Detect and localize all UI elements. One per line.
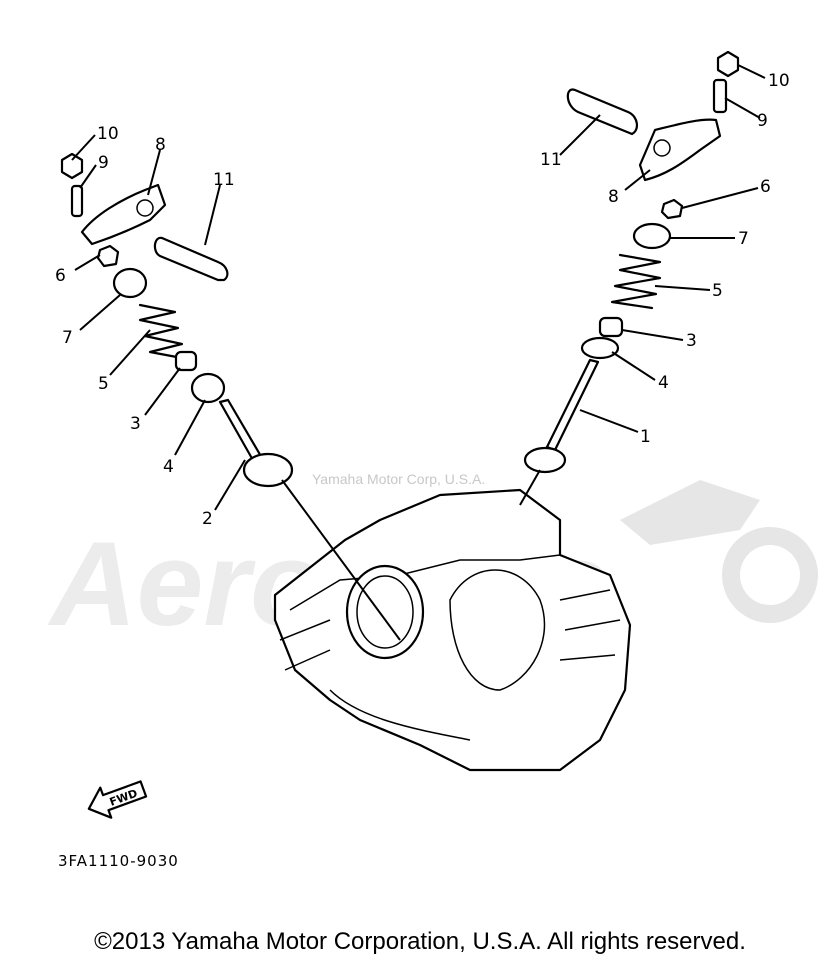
callout-right-6: 6 (760, 177, 771, 197)
exhaust-valve-stem (218, 398, 264, 464)
lock-nut-left (60, 152, 84, 180)
callout-right-7: 7 (738, 229, 749, 249)
rocker-shaft-right (566, 88, 638, 136)
callout-right-11: 11 (540, 150, 562, 170)
rocker-arm-left (80, 183, 167, 246)
callout-right-8: 8 (608, 187, 619, 207)
right-valve-assembly (523, 50, 740, 474)
spring-seat-left (190, 372, 226, 404)
callout-left-2: 2 (202, 509, 213, 529)
watermark-wheel-hub-icon (740, 545, 800, 605)
callout-left-5: 5 (98, 374, 109, 394)
valve-spring-right (610, 253, 662, 310)
callout-left-3: 3 (130, 414, 141, 434)
fwd-arrow-icon (87, 780, 148, 819)
left-callouts: 10 9 8 11 6 7 5 3 4 2 (55, 124, 235, 529)
callout-left-9: 9 (98, 153, 109, 173)
callout-right-9: 9 (757, 111, 768, 131)
callout-right-4: 4 (658, 373, 669, 393)
callout-right-5: 5 (712, 281, 723, 301)
cylinder-head-drawing (273, 488, 632, 772)
leader-lines (71, 64, 766, 641)
stem-seal-left (174, 350, 198, 372)
intake-valve-head (523, 446, 567, 474)
stem-seal-right (598, 316, 624, 338)
adjuster-screw-left (70, 184, 84, 218)
intake-valve-stem (545, 358, 600, 452)
callout-right-10: 10 (768, 71, 790, 91)
spring-retainer-right (632, 222, 672, 250)
rocker-arm-right (638, 118, 722, 182)
left-valve-assembly (60, 152, 294, 488)
callout-right-1: 1 (640, 427, 651, 447)
callout-left-6: 6 (55, 266, 66, 286)
right-callouts: 10 9 11 8 6 7 5 3 4 1 (540, 71, 790, 447)
part-code: 3FA1110-9030 (58, 852, 179, 870)
watermark-motorcycle-icon (620, 480, 760, 545)
callout-left-11: 11 (213, 170, 235, 190)
exhaust-valve-head (242, 452, 294, 488)
spring-retainer-left (112, 267, 148, 299)
callout-left-8: 8 (155, 135, 166, 155)
adjuster-screw-right (712, 78, 728, 114)
callout-left-10: 10 (97, 124, 119, 144)
callout-left-4: 4 (163, 457, 174, 477)
lock-nut-right (716, 50, 740, 78)
callout-right-3: 3 (686, 331, 697, 351)
fwd-arrow: FWD (87, 780, 148, 819)
valve-spring-left (138, 303, 184, 360)
valve-cap-left (96, 244, 120, 268)
copyright-notice: ©2013 Yamaha Motor Corporation, U.S.A. A… (94, 928, 746, 955)
callout-left-7: 7 (62, 328, 73, 348)
watermark-notice: Yamaha Motor Corp, U.S.A. (312, 471, 485, 487)
spring-seat-right (580, 336, 620, 360)
rocker-shaft-left (153, 236, 229, 282)
valve-cap-right (660, 198, 684, 220)
